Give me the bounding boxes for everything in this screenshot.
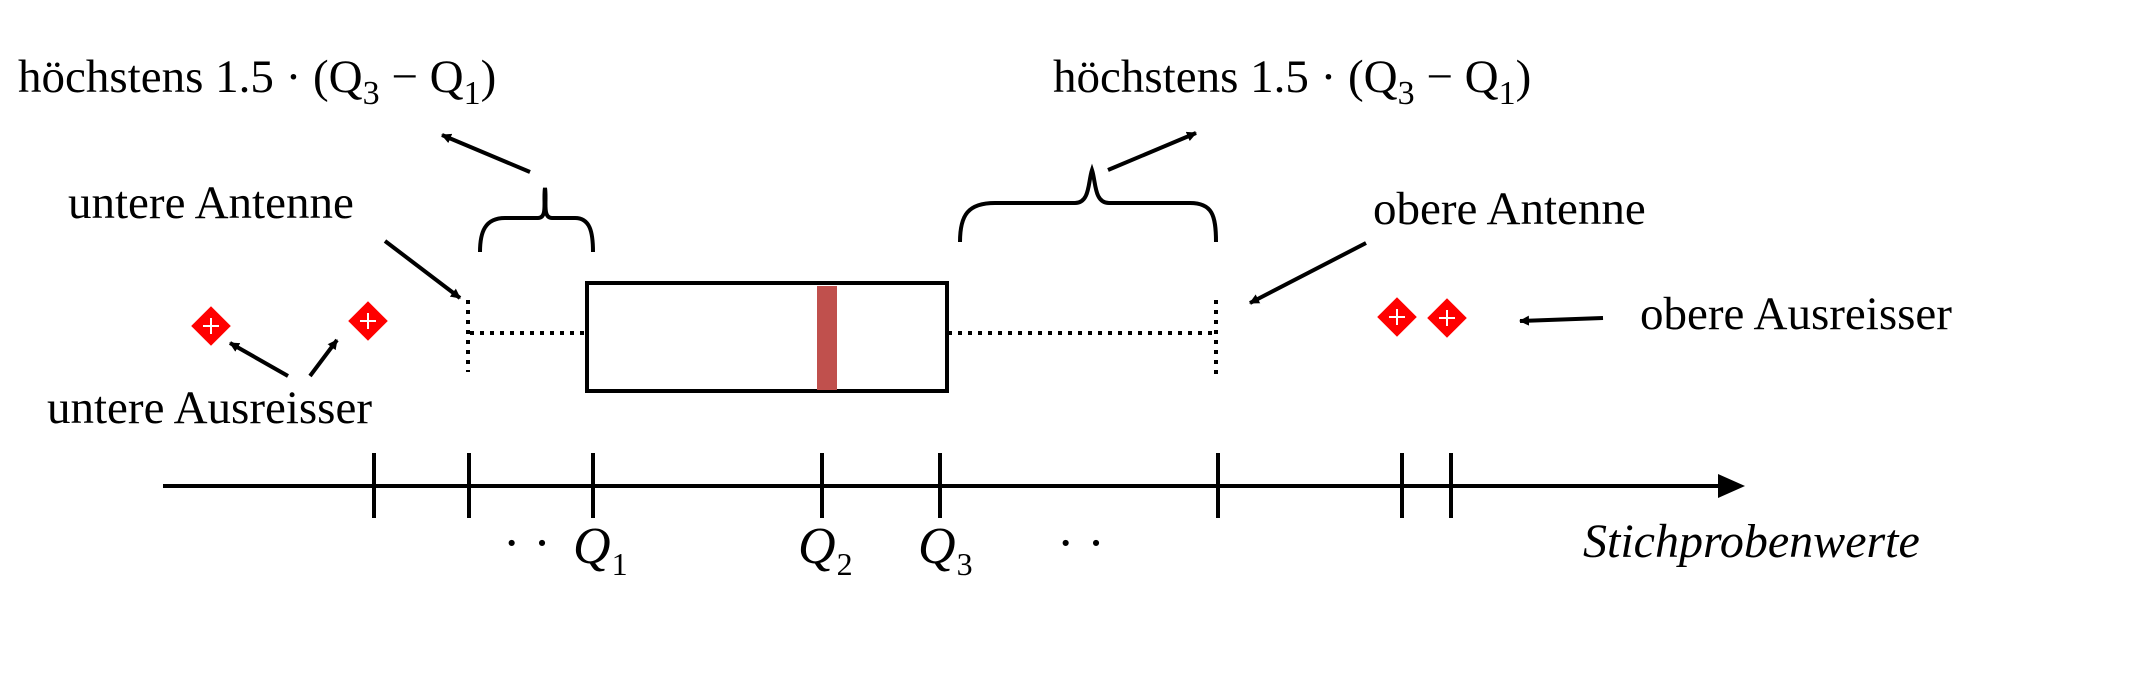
axis-arrowhead [1718,474,1745,498]
lower-outliers-label: untere Ausreisser [47,382,372,434]
dots-right: · · [1057,515,1105,572]
lower-whisker-label: untere Antenne [68,177,354,229]
arrow-upper-outliers [1519,315,1604,326]
arrow-lower-outlier-2 [308,338,339,378]
formula-left: höchstens 1.5 · (Q3 − Q1) [18,51,496,112]
arrow-left-formula [441,133,531,174]
median-bar [817,286,837,390]
upper-whisker-label: obere Antenne [1373,183,1646,235]
formula-right: höchstens 1.5 · (Q3 − Q1) [1053,51,1531,112]
brace-right [958,163,1218,243]
q2-label: Q2 [798,518,853,582]
q3-label: Q3 [918,518,973,582]
dots-left: · · [503,515,551,572]
arrow-lower-outlier-1 [229,341,289,378]
axis-ticks [372,453,1453,518]
q1-label: Q1 [573,518,628,582]
lower-outlier-1 [191,306,231,346]
upper-outliers-label: obere Ausreisser [1640,288,1952,340]
upper-outlier-1 [1377,297,1417,337]
axis-label: Stichprobenwerte [1583,515,1920,568]
arrow-right-formula [1107,131,1197,172]
arrow-lower-whisker [383,239,462,300]
iqr-box [585,281,949,393]
lower-outlier-2 [348,301,388,341]
arrow-upper-whisker [1249,241,1367,305]
brace-left [478,187,595,253]
upper-outlier-2 [1427,298,1467,338]
